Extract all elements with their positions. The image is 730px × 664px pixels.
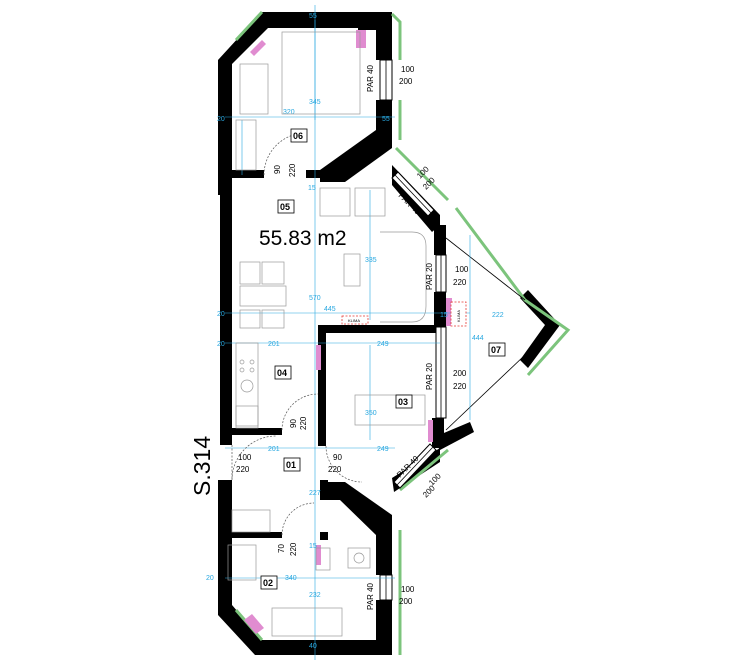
svg-text:04: 04: [277, 368, 287, 378]
dim-15b: 15: [440, 312, 448, 319]
win1-par: PAR 40: [366, 64, 375, 92]
dim-570: 570: [309, 295, 321, 302]
win4-h: 220: [453, 382, 467, 391]
dim-201b: 201: [268, 446, 280, 453]
door1-h: 220: [288, 163, 297, 177]
dim-350: 350: [365, 410, 377, 417]
dim-20a: 20: [217, 116, 225, 123]
door5-w: 100: [238, 453, 252, 462]
win6-h: 200: [399, 597, 413, 606]
door4-h: 220: [289, 542, 298, 556]
door2-w: 90: [289, 419, 298, 428]
klima-2-label: KLIMA: [456, 310, 461, 322]
win3-h: 220: [453, 278, 467, 287]
interior-walls: [232, 170, 436, 540]
dim-40: 40: [309, 643, 317, 650]
dim-15a: 15: [308, 185, 316, 192]
door2-h: 220: [299, 416, 308, 430]
room-tag-04: 04: [274, 365, 292, 380]
exterior-walls: [218, 12, 560, 655]
apartment-area-label: 55.83 m2: [259, 227, 347, 250]
dim-20d: 20: [206, 575, 214, 582]
win4-w: 200: [453, 369, 467, 378]
win6-par: PAR 40: [366, 582, 375, 610]
door4-w: 70: [277, 544, 286, 553]
door-swings: [231, 132, 363, 536]
win6-w: 100: [401, 585, 415, 594]
dim-444: 444: [472, 335, 484, 342]
win3-w: 100: [455, 265, 469, 274]
dim-335: 335: [365, 257, 377, 264]
dim-249b: 249: [377, 446, 389, 453]
door1-w: 90: [273, 165, 282, 174]
dimension-labels: 55 345 20 320 55 15 335 570 20 445 222 1…: [206, 13, 504, 650]
radiators: [244, 30, 452, 634]
dim-55b: 55: [382, 116, 390, 123]
svg-text:03: 03: [398, 397, 408, 407]
dim-20c: 20: [217, 341, 225, 348]
door3-w: 90: [333, 453, 342, 462]
dim-222: 222: [492, 312, 504, 319]
win4-par: PAR 20: [425, 362, 434, 390]
dim-227: 227: [309, 490, 321, 497]
room-tag-01: 01: [283, 457, 301, 472]
furniture: [227, 31, 427, 637]
door3-h: 220: [328, 465, 342, 474]
room-tag-05: 05: [277, 199, 295, 214]
room-tags: 06 05 04 03 07 01 02: [260, 128, 506, 590]
door-labels: 90 220 90 220 90 220 70 220 100 220: [236, 163, 342, 556]
room-tag-03: 03: [395, 394, 413, 409]
svg-text:02: 02: [263, 578, 273, 588]
svg-text:06: 06: [293, 131, 303, 141]
win3-par: PAR 20: [425, 262, 434, 290]
dim-55-top: 55: [309, 13, 317, 20]
svg-text:01: 01: [286, 460, 296, 470]
dim-15c: 15: [309, 543, 317, 550]
dim-20b: 20: [217, 311, 225, 318]
room-tag-06: 06: [290, 128, 308, 143]
staircase-label: S.314: [189, 436, 215, 496]
door5-h: 220: [236, 465, 250, 474]
dim-249a: 249: [377, 341, 389, 348]
win1-w: 100: [401, 65, 415, 74]
room-tag-07: 07: [488, 342, 506, 357]
svg-text:05: 05: [280, 202, 290, 212]
klima-units: KLIMA KLIMA: [341, 301, 467, 327]
room-tag-02: 02: [260, 575, 278, 590]
klima-1-label: KLIMA: [348, 318, 360, 323]
dim-340: 340: [285, 575, 297, 582]
dim-232: 232: [309, 592, 321, 599]
dim-345: 345: [309, 99, 321, 106]
windows: [379, 59, 526, 601]
dim-201: 201: [268, 341, 280, 348]
dim-445: 445: [324, 306, 336, 313]
win1-h: 200: [399, 77, 413, 86]
svg-text:07: 07: [491, 345, 501, 355]
dim-320: 320: [283, 109, 295, 116]
